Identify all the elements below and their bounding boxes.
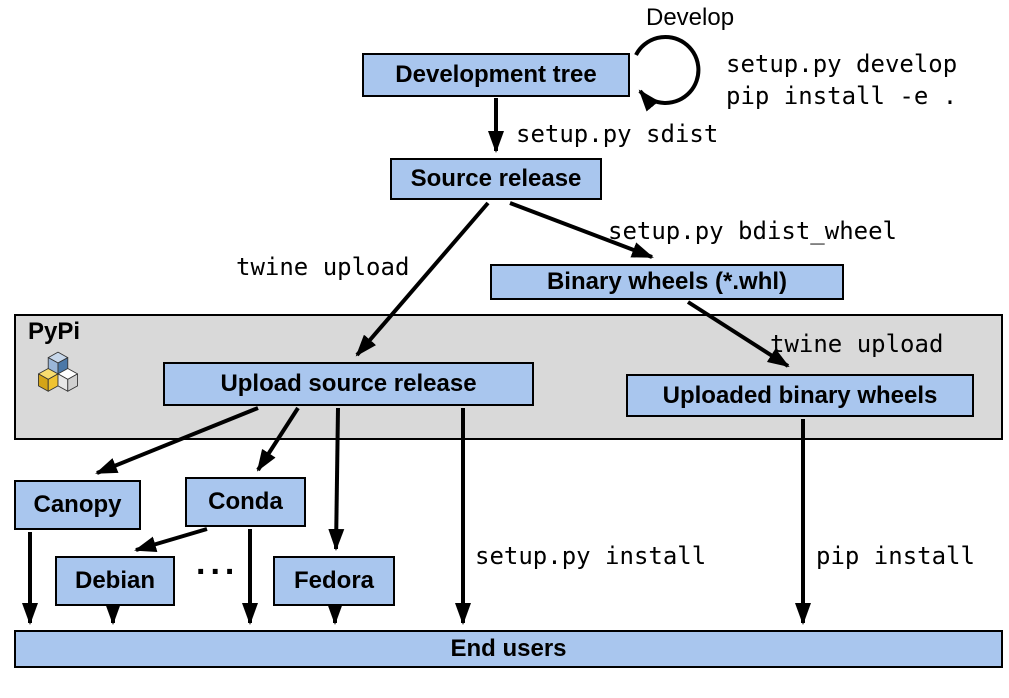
node-source-release: Source release (390, 158, 602, 200)
node-canopy: Canopy (14, 480, 141, 530)
node-fedora: Fedora (273, 556, 395, 606)
pypi-logo-icon (37, 351, 78, 392)
label-twine-upload-left: twine upload (236, 253, 410, 281)
node-development-tree: Development tree (362, 53, 630, 97)
label-setup-sdist: setup.py sdist (516, 120, 719, 148)
pypi-band-title: PyPi (28, 318, 81, 345)
node-binary-wheels: Binary wheels (*.whl) (490, 264, 844, 300)
node-upload-source-release: Upload source release (163, 362, 534, 406)
label-twine-upload-right: twine upload (770, 330, 944, 358)
arrow-develop-self-loop (634, 34, 701, 112)
label-setup-develop: setup.py develop (726, 50, 958, 78)
node-debian: Debian (55, 556, 175, 606)
label-pip-install: pip install (816, 542, 975, 570)
label-develop: Develop (646, 4, 735, 31)
node-uploaded-binary-wheels: Uploaded binary wheels (626, 374, 974, 417)
node-end-users: End users (14, 630, 1003, 668)
node-conda: Conda (185, 477, 306, 527)
more-distros-ellipsis: ... (196, 544, 240, 582)
label-setup-bdist-wheel: setup.py bdist_wheel (608, 217, 897, 245)
label-setup-install: setup.py install (475, 542, 707, 570)
label-pip-install-editable: pip install -e . (726, 82, 958, 110)
